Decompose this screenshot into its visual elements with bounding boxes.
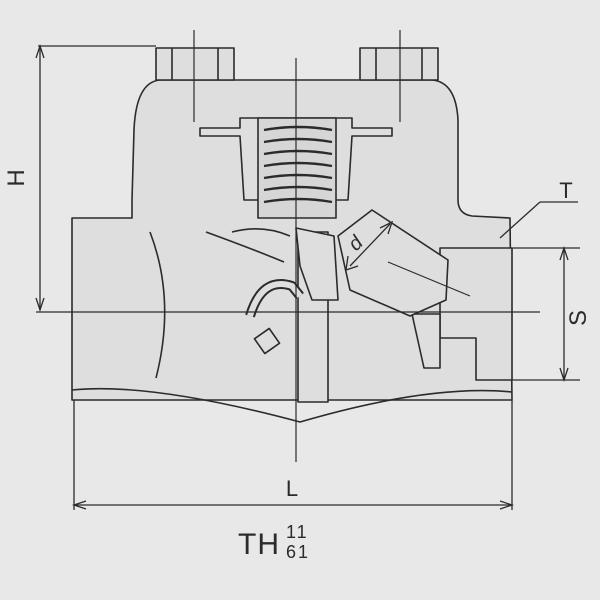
model-subscript: 61 xyxy=(286,542,311,562)
model-number: TH 11 61 xyxy=(238,522,308,562)
swing-arm xyxy=(295,227,339,301)
flow-arcs xyxy=(149,228,291,379)
model-superscript: 11 xyxy=(286,522,309,542)
spring-coils xyxy=(263,125,333,204)
hook-inner xyxy=(247,281,303,317)
model-prefix: TH xyxy=(238,528,280,561)
seat-block xyxy=(411,313,441,369)
label-t: T xyxy=(559,178,572,203)
bolt-right xyxy=(359,47,439,81)
dimension-lines xyxy=(35,43,580,510)
bolt-left xyxy=(155,47,235,81)
valve-body xyxy=(71,79,513,401)
label-h: H xyxy=(3,169,30,186)
spring-housing xyxy=(257,117,337,219)
disc xyxy=(337,209,449,317)
small-square xyxy=(253,327,281,355)
label-l: L xyxy=(286,476,298,501)
centerlines xyxy=(36,30,540,462)
label-s: S xyxy=(565,310,592,326)
body-bottom xyxy=(71,387,513,423)
